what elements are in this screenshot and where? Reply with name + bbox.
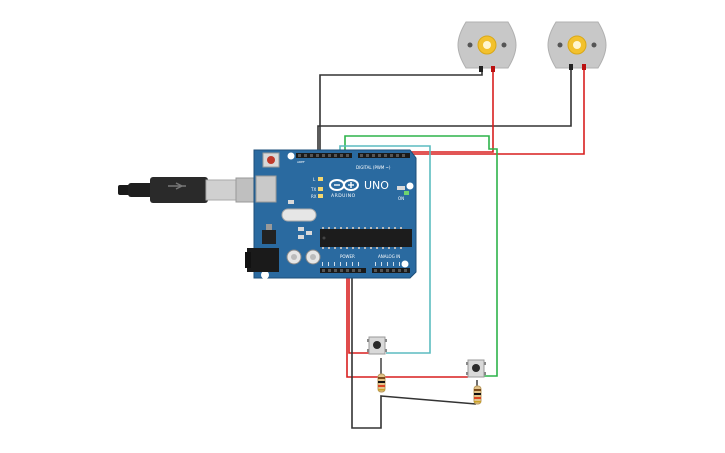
l-led: [318, 177, 323, 181]
digital-header-label: DIGITAL (PWM ~): [356, 165, 391, 170]
atmega-chip: [320, 227, 412, 249]
mounting-hole: [261, 271, 269, 279]
arduino-uno-board[interactable]: L TX RX ON UNO ARDUINO: [245, 149, 417, 279]
on-label: ON: [398, 196, 404, 201]
dc-motor-2[interactable]: [547, 21, 607, 70]
wire-black-gnd-resistors[interactable]: [351, 270, 477, 429]
usb-symbol-icon: [168, 182, 186, 190]
reset-button-cap: [267, 156, 275, 164]
board-brand-label: ARDUINO: [331, 193, 356, 199]
rx-label: RX: [311, 194, 317, 199]
power-jack[interactable]: [247, 248, 279, 272]
wire-motor1-red[interactable]: [398, 70, 494, 153]
mounting-hole: [287, 152, 295, 160]
power-header[interactable]: [320, 268, 366, 273]
mounting-hole: [406, 182, 414, 190]
wire-motor2-red[interactable]: [404, 68, 585, 155]
tx-label: TX: [310, 187, 316, 192]
resistor-1[interactable]: [377, 373, 386, 393]
analog-header[interactable]: [372, 268, 410, 273]
on-led: [404, 191, 409, 195]
wire-green-button2[interactable]: [344, 135, 498, 377]
pushbutton-2[interactable]: [466, 359, 486, 378]
power-header-label: POWER: [340, 254, 355, 259]
pushbutton-1[interactable]: [367, 336, 387, 355]
wire-motor1-black[interactable]: [319, 70, 483, 155]
usb-cable[interactable]: [118, 177, 273, 203]
wires: [317, 68, 585, 429]
wire-motor2-black[interactable]: [317, 68, 572, 155]
l-label: L: [313, 177, 316, 182]
wire-red-5v-button2[interactable]: [346, 270, 468, 378]
analog-header-label: ANALOG IN: [378, 254, 400, 259]
wire-cyan-button1[interactable]: [339, 145, 431, 354]
crystal-oscillator: [281, 208, 317, 222]
board-model-label: UNO: [364, 179, 389, 192]
arduino-logo-icon: [329, 179, 359, 191]
digital-header[interactable]: AREF DIGITAL (PWM ~): [296, 153, 410, 170]
rx-led: [318, 194, 323, 198]
tx-led: [318, 187, 323, 191]
aref-label: AREF: [297, 160, 305, 164]
wire-red-5v-button1[interactable]: [348, 270, 369, 354]
dc-motor-1[interactable]: [457, 21, 517, 72]
resistor-2[interactable]: [473, 385, 482, 405]
